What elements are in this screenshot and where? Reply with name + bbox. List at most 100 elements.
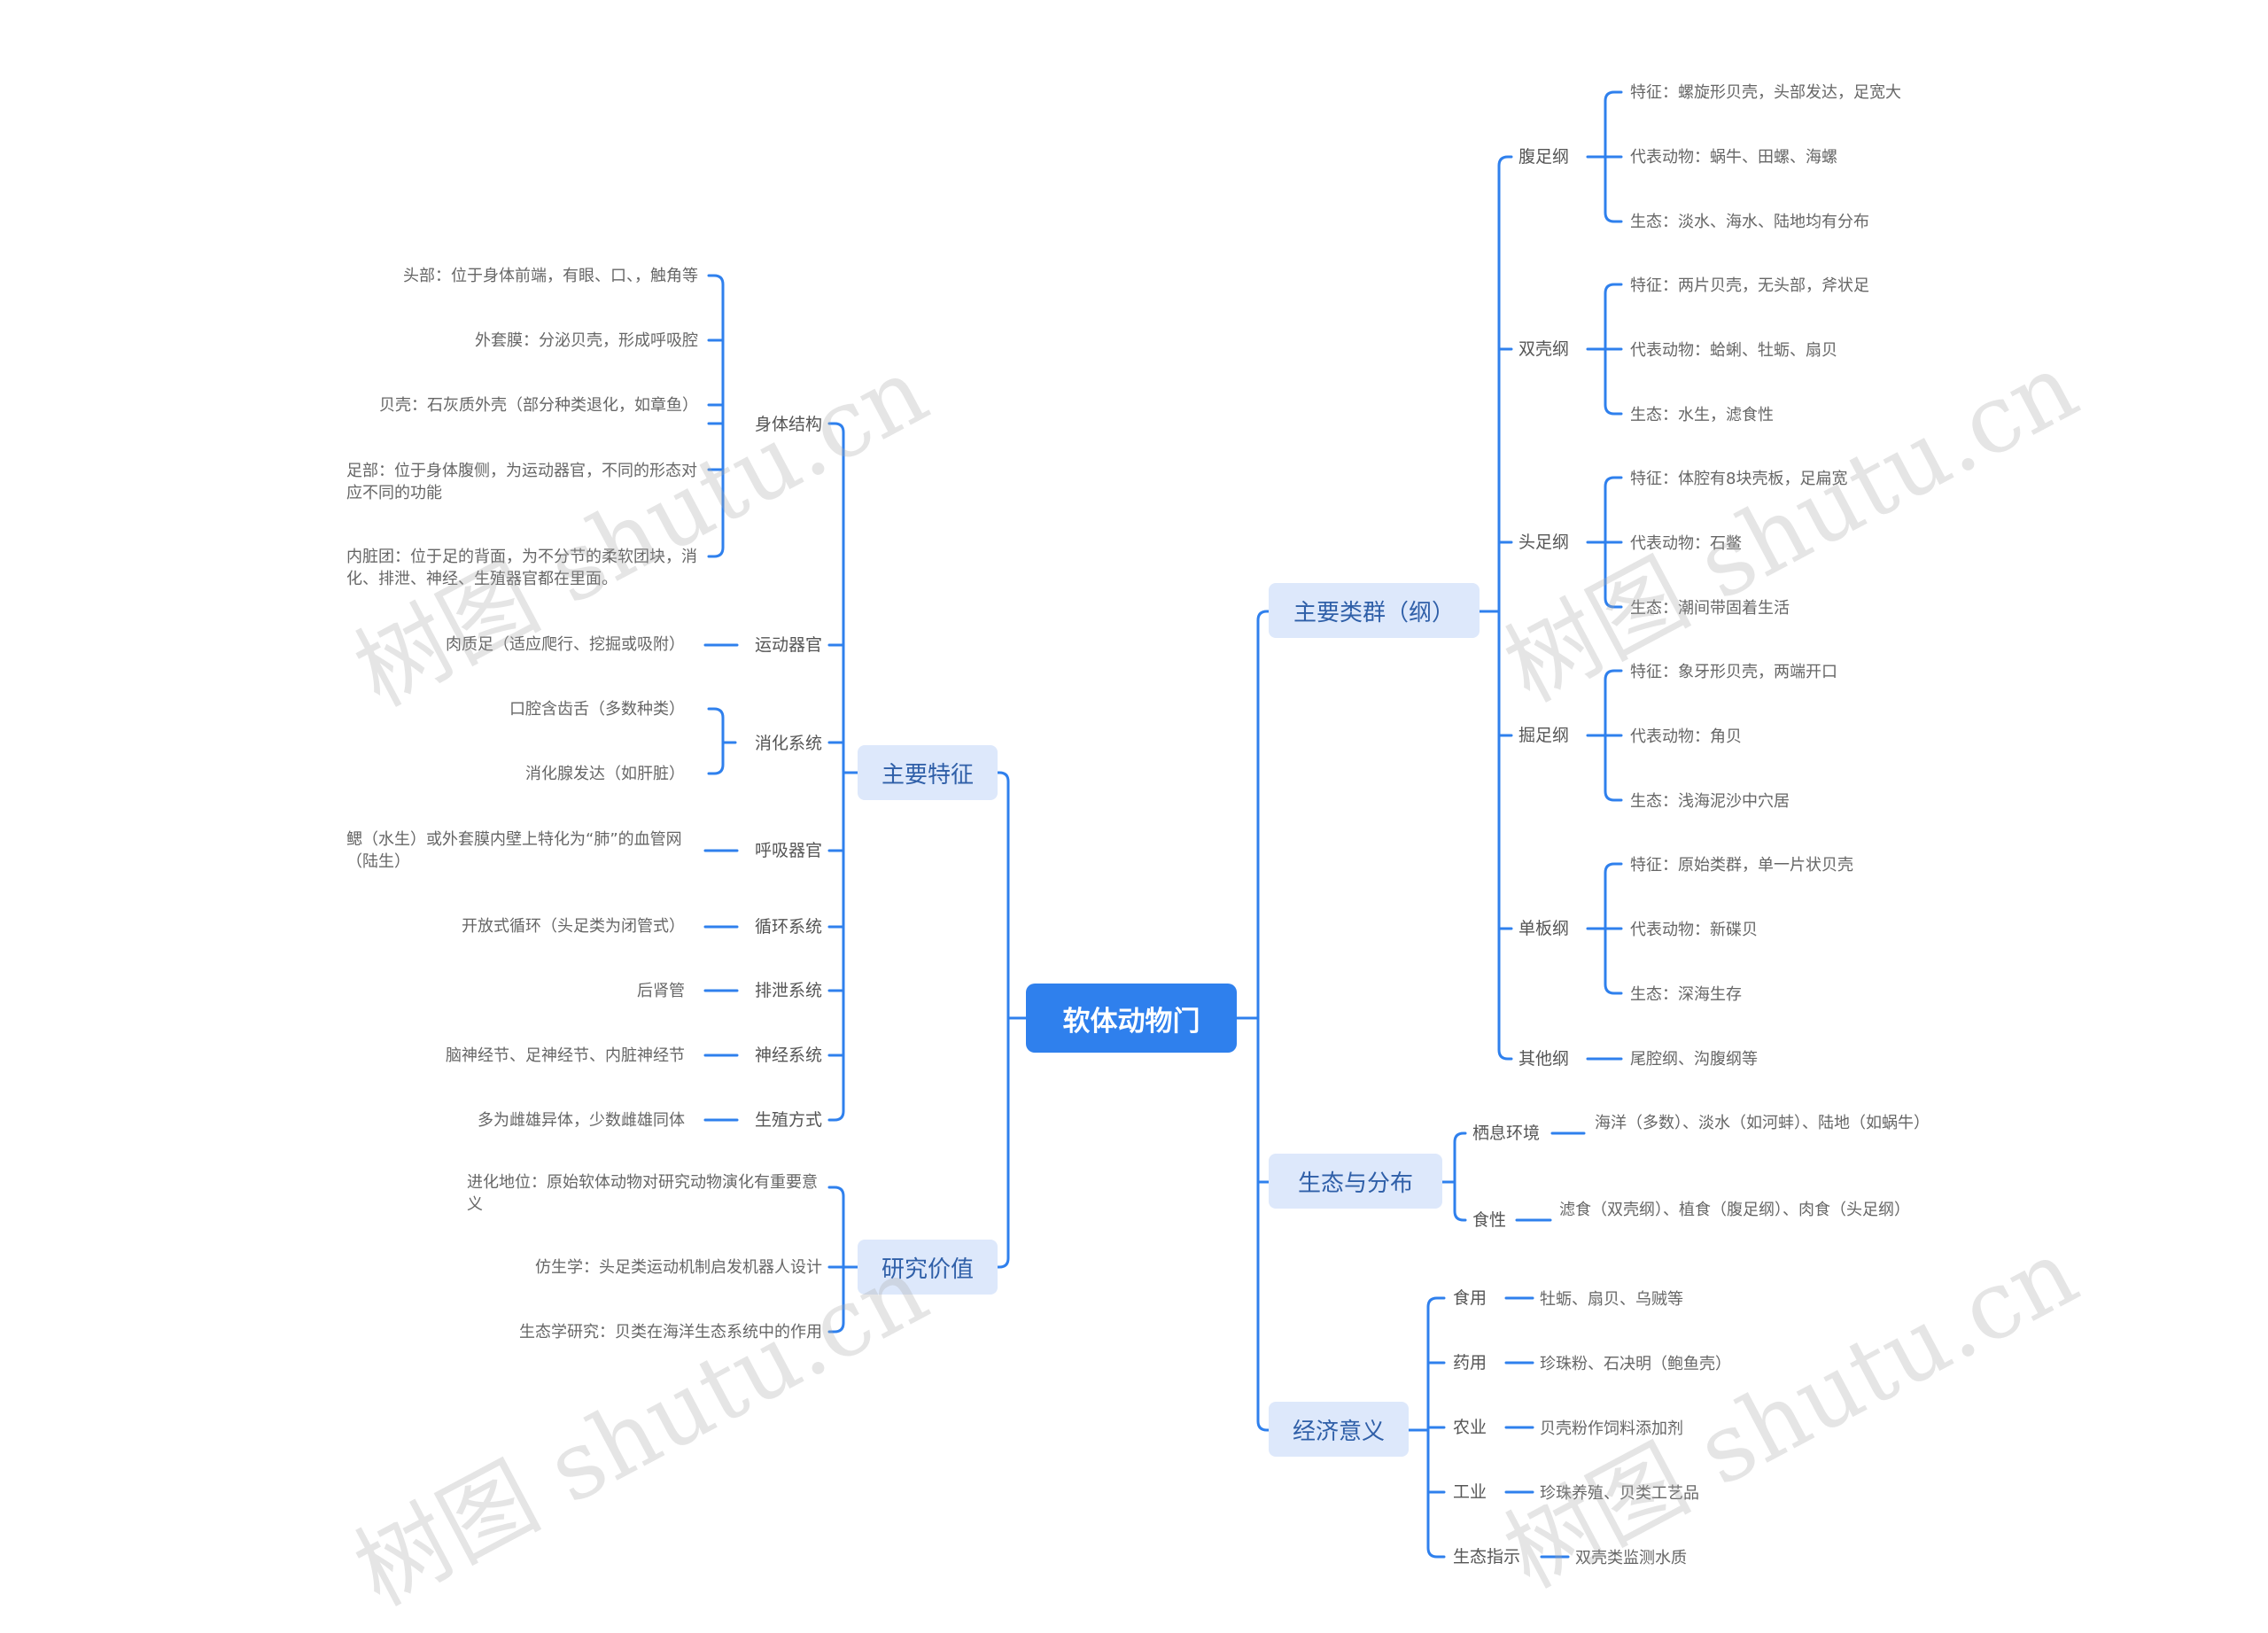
leaf-monoplacophora-ecology: 生态：深海生存	[1630, 985, 1742, 1004]
leaf-bivalvia-ecology: 生态：水生，滤食性	[1630, 406, 1774, 424]
topic-features[interactable]: 主要特征	[858, 745, 998, 800]
class-cephalopoda[interactable]: 头足纲	[1518, 533, 1570, 552]
class-bivalvia[interactable]: 双壳纲	[1518, 339, 1570, 359]
sub-repro[interactable]: 生殖方式	[754, 1110, 822, 1130]
research-branch	[827, 1186, 845, 1269]
leaf-bivalvia-example: 代表动物：蛤蜊、牡蛎、扇贝	[1630, 341, 1837, 360]
econ-indicator[interactable]: 生态指示	[1453, 1547, 1521, 1567]
leaf-gastropoda-feature: 特征：螺旋形贝壳，头部发达，足宽大	[1630, 83, 1901, 102]
class-items-branch	[1604, 862, 1623, 930]
sub-digest[interactable]: 消化系统	[754, 734, 822, 753]
body-left-branch	[707, 274, 725, 425]
leaf-others: 尾腔纲、沟腹纲等	[1630, 1050, 1758, 1069]
class-items-branch	[1604, 927, 1623, 995]
econ-agriculture[interactable]: 农业	[1453, 1418, 1487, 1437]
features-branch	[827, 422, 845, 774]
class-items-branch	[1604, 734, 1623, 802]
topic-ecology[interactable]: 生态与分布	[1269, 1154, 1442, 1209]
leaf-motion: 肉质足（适应爬行、挖掘或吸附）	[446, 635, 685, 654]
class-items-branch	[1604, 90, 1623, 159]
features-branch	[827, 643, 845, 774]
leaf-econ-indicator: 双壳类监测水质	[1575, 1549, 1687, 1567]
sub-nerve[interactable]: 神经系统	[754, 1046, 822, 1065]
leaf-body-shell: 贝壳：石灰质外壳（部分种类退化，如章鱼）	[379, 396, 698, 415]
digest-left-branch	[707, 741, 725, 775]
leaf-monoplacophora-feature: 特征：原始类群，单一片状贝壳	[1630, 856, 1853, 875]
groups-branch	[1497, 155, 1513, 613]
groups-branch	[1497, 610, 1513, 930]
leaf-gastropoda-example: 代表动物：蜗牛、田螺、海螺	[1630, 148, 1837, 167]
economy-branch	[1426, 1428, 1446, 1494]
root-right-branch	[1256, 1016, 1270, 1432]
leaf-scaphopoda-example: 代表动物：角贝	[1630, 727, 1742, 746]
leaf-nerve: 脑神经节、足神经节、内脏神经节	[446, 1046, 685, 1065]
econ-food[interactable]: 食用	[1453, 1288, 1487, 1308]
groups-branch	[1497, 347, 1513, 613]
class-gastropoda[interactable]: 腹足纲	[1518, 147, 1570, 167]
class-others[interactable]: 其他纲	[1518, 1049, 1570, 1069]
leaf-research-bionics: 仿生学：头足类运动机制启发机器人设计	[535, 1258, 822, 1277]
topic-research[interactable]: 研究价值	[858, 1240, 998, 1295]
class-items-branch	[1604, 669, 1623, 737]
leaf-habitat: 海洋（多数）、淡水（如河蚌）、陆地（如蜗牛）	[1595, 1114, 1930, 1132]
features-branch	[827, 741, 845, 774]
leaf-digest-1: 口腔含齿舌（多数种类）	[509, 700, 685, 719]
features-branch	[827, 771, 845, 1057]
leaf-scaphopoda-ecology: 生态：浅海泥沙中穴居	[1630, 792, 1790, 811]
leaf-circ: 开放式循环（头足类为闭管式）	[462, 917, 685, 936]
leaf-monoplacophora-example: 代表动物：新碟贝	[1630, 921, 1758, 939]
leaf-breath: 鳃（水生）或外套膜内壁上特化为“肺”的血管网（陆生）	[346, 830, 682, 871]
root-node[interactable]: 软体动物门	[1026, 984, 1237, 1053]
leaf-research-ecology: 生态学研究：贝类在海洋生态系统中的作用	[519, 1323, 822, 1341]
sub-circ[interactable]: 循环系统	[754, 917, 822, 937]
root-right-branch	[1256, 610, 1270, 1020]
leaf-bivalvia-feature: 特征：两片贝壳，无头部，斧状足	[1630, 276, 1869, 295]
sub-excr[interactable]: 排泄系统	[754, 981, 822, 1000]
leaf-body-foot: 足部：位于身体腹侧，为运动器官，不同的形态对应不同的功能	[346, 462, 697, 502]
leaf-econ-food: 牡蛎、扇贝、乌贼等	[1540, 1290, 1683, 1309]
features-branch	[827, 771, 845, 992]
sub-motion[interactable]: 运动器官	[754, 635, 822, 655]
leaf-body-mantle: 外套膜：分泌贝壳，形成呼吸腔	[475, 331, 698, 350]
econ-industry[interactable]: 工业	[1453, 1482, 1487, 1502]
leaf-econ-agriculture: 贝壳粉作饲料添加剂	[1540, 1419, 1683, 1438]
features-branch	[827, 771, 845, 852]
leaf-excr: 后肾管	[637, 982, 685, 1000]
leaf-gastropoda-ecology: 生态：淡水、海水、陆地均有分布	[1630, 213, 1869, 231]
research-branch	[827, 1265, 845, 1334]
class-scaphopoda[interactable]: 掘足纲	[1518, 726, 1570, 745]
economy-branch	[1426, 1361, 1446, 1432]
class-items-branch	[1604, 155, 1623, 223]
sub-habitat[interactable]: 栖息环境	[1472, 1124, 1541, 1143]
leaf-body-head: 头部：位于身体前端，有眼、口、，触角等	[403, 267, 698, 285]
ecology-branch	[1453, 1131, 1467, 1184]
body-left-branch	[707, 403, 725, 425]
body-left-branch	[707, 338, 725, 425]
econ-medicine[interactable]: 药用	[1453, 1353, 1487, 1372]
class-items-branch	[1604, 476, 1623, 544]
leaf-repro: 多为雌雄异体，少数雌雄同体	[478, 1111, 685, 1130]
leaf-cephalopoda-ecology: 生态：潮间带固着生活	[1630, 599, 1790, 618]
leaf-research-evolution: 进化地位：原始软体动物对研究动物演化有重要意义	[467, 1173, 818, 1214]
topic-economy[interactable]: 经济意义	[1269, 1402, 1409, 1457]
root-left-branch	[996, 1016, 1010, 1269]
class-monoplacophora[interactable]: 单板纲	[1518, 919, 1570, 938]
topic-groups[interactable]: 主要类群（纲）	[1269, 583, 1480, 638]
sub-body[interactable]: 身体结构	[754, 415, 822, 434]
root-right-branch	[1256, 1016, 1270, 1184]
sub-food[interactable]: 食性	[1472, 1210, 1507, 1230]
leaf-cephalopoda-example: 代表动物：石鳖	[1630, 534, 1742, 553]
body-left-branch	[707, 422, 725, 558]
economy-branch	[1426, 1428, 1446, 1559]
sub-breath[interactable]: 呼吸器官	[754, 841, 822, 860]
class-items-branch	[1604, 283, 1623, 351]
groups-branch	[1497, 540, 1513, 613]
leaf-econ-medicine: 珍珠粉、石决明（鲍鱼壳）	[1540, 1355, 1731, 1373]
groups-branch	[1497, 610, 1513, 1061]
economy-branch	[1426, 1426, 1446, 1432]
class-items-branch	[1604, 347, 1623, 416]
leaf-scaphopoda-feature: 特征：象牙形贝壳，两端开口	[1630, 663, 1837, 681]
class-items-branch	[1604, 540, 1623, 609]
